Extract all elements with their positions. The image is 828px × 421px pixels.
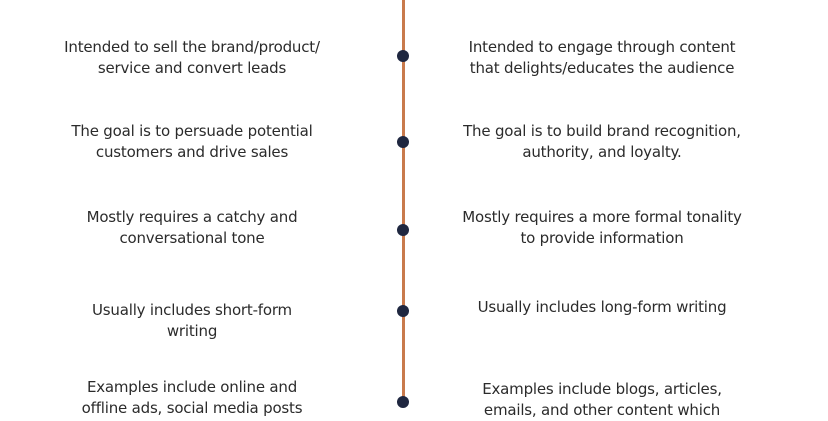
text-line: to provide information (520, 229, 684, 247)
copywriting-point-5: Examples include online and offline ads, … (22, 377, 362, 419)
text-line: Usually includes short-form (92, 301, 292, 319)
text-line: Intended to sell the brand/product/ (64, 38, 320, 56)
copywriting-point-1: Intended to sell the brand/product/servi… (22, 37, 362, 79)
text-line: that delights/educates the audience (469, 59, 735, 77)
text-line: The goal is to persuade potential (71, 122, 313, 140)
text-line: Mostly requires a more formal tonality (462, 208, 742, 226)
timeline-dot (397, 136, 409, 148)
text-line: writing (166, 322, 218, 340)
text-line: Examples include blogs, articles, (482, 380, 722, 398)
text-line: emails, and other content which (483, 401, 721, 419)
timeline-dot (397, 305, 409, 317)
text-line: customers and drive sales (95, 143, 289, 161)
text-line: Intended to engage through content (468, 38, 736, 56)
text-line: offline ads, social media posts (81, 399, 303, 417)
text-line: Examples include online and (86, 378, 298, 396)
text-line: conversational tone (119, 229, 265, 247)
text-line: authority, and loyalty. (522, 143, 682, 161)
copywriting-point-2: The goal is to persuade potential custome… (22, 121, 362, 163)
text-line: Mostly requires a catchy and (86, 208, 298, 226)
content-writing-point-3: Mostly requires a more formal tonality to… (432, 207, 772, 249)
timeline-dot (397, 50, 409, 62)
content-writing-point-5: Examples include blogs, articles, emails,… (432, 379, 772, 421)
text-line: service and convert leads (97, 59, 287, 77)
timeline-line (402, 0, 405, 405)
text-line: Usually includes long-form writing (477, 298, 727, 316)
content-writing-point-1: Intended to engage through content that d… (432, 37, 772, 79)
copywriting-point-4: Usually includes short-form writing (22, 300, 362, 342)
timeline-dot (397, 224, 409, 236)
text-line: The goal is to build brand recognition, (463, 122, 741, 140)
timeline-dot (397, 396, 409, 408)
content-writing-point-4: Usually includes long-form writing (432, 297, 772, 318)
content-writing-point-2: The goal is to build brand recognition, a… (432, 121, 772, 163)
copywriting-point-3: Mostly requires a catchy and conversation… (22, 207, 362, 249)
